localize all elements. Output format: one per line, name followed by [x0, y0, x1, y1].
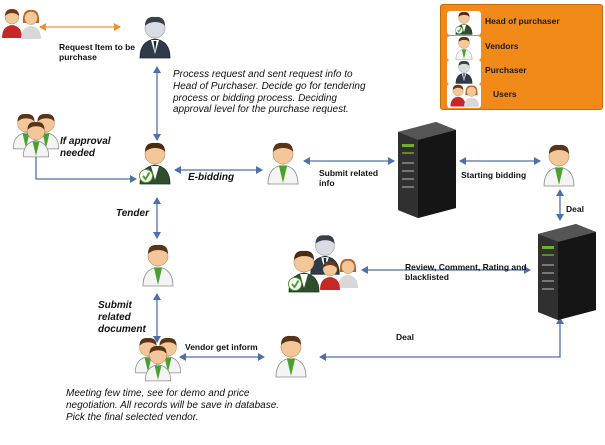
head-of-purchaser-icon — [447, 11, 481, 35]
vendor-icon-ebidding — [267, 142, 299, 185]
vendor-icon-right — [543, 144, 575, 187]
arrows — [32, 23, 564, 361]
label-vendor-get-inform: Vendor get inform — [185, 342, 258, 352]
label-tender: Tender — [116, 208, 149, 219]
head-of-purchaser-icon — [138, 141, 171, 185]
vendor-group-icon — [12, 113, 60, 158]
label-review-comment: Review, Comment, Rating and blacklisted — [405, 262, 527, 283]
label-process-request: Process request and sent request info to… — [173, 69, 366, 116]
vendor-icon-tender — [142, 244, 174, 287]
legend-label: Users — [493, 89, 517, 99]
label-deal-bottom: Deal — [396, 332, 414, 342]
legend-label: Vendors — [485, 41, 519, 51]
users-icon — [1, 8, 42, 40]
label-request-item: Request Item to be purchase — [59, 42, 136, 63]
legend-box: Head of purchaser Vendors Purchaser User… — [440, 4, 603, 110]
vendor-icon-inform — [275, 335, 307, 378]
label-deal-right: Deal — [566, 204, 584, 214]
server-top-icon — [398, 122, 456, 218]
label-starting-bidding: Starting bidding — [461, 170, 527, 180]
legend-label: Head of purchaser — [485, 16, 560, 26]
vendor-group-bottom-icon — [134, 337, 182, 382]
legend-item-vendors: Vendors — [447, 36, 597, 60]
legend-item-head-of-purchaser: Head of purchaser — [447, 11, 597, 35]
legend-item-purchaser: Purchaser — [447, 60, 597, 84]
review-group-icon — [287, 234, 359, 293]
purchaser-icon — [447, 60, 481, 84]
label-submit-related-info: Submit related info — [319, 168, 379, 189]
server-bottom-icon — [538, 224, 596, 320]
label-meeting: Meeting few time, see for demo and price… — [66, 388, 280, 423]
legend-item-users: Users — [447, 84, 597, 108]
label-if-approval: If approval needed — [60, 136, 111, 159]
arrow-deal — [319, 317, 564, 361]
legend-label: Purchaser — [485, 65, 527, 75]
vendor-icon — [447, 36, 481, 60]
label-submit-related-document: Submit related document — [98, 300, 146, 335]
label-e-bidding: E-bidding — [188, 172, 235, 183]
arrow-approval — [32, 149, 137, 183]
users-icon — [447, 84, 481, 108]
